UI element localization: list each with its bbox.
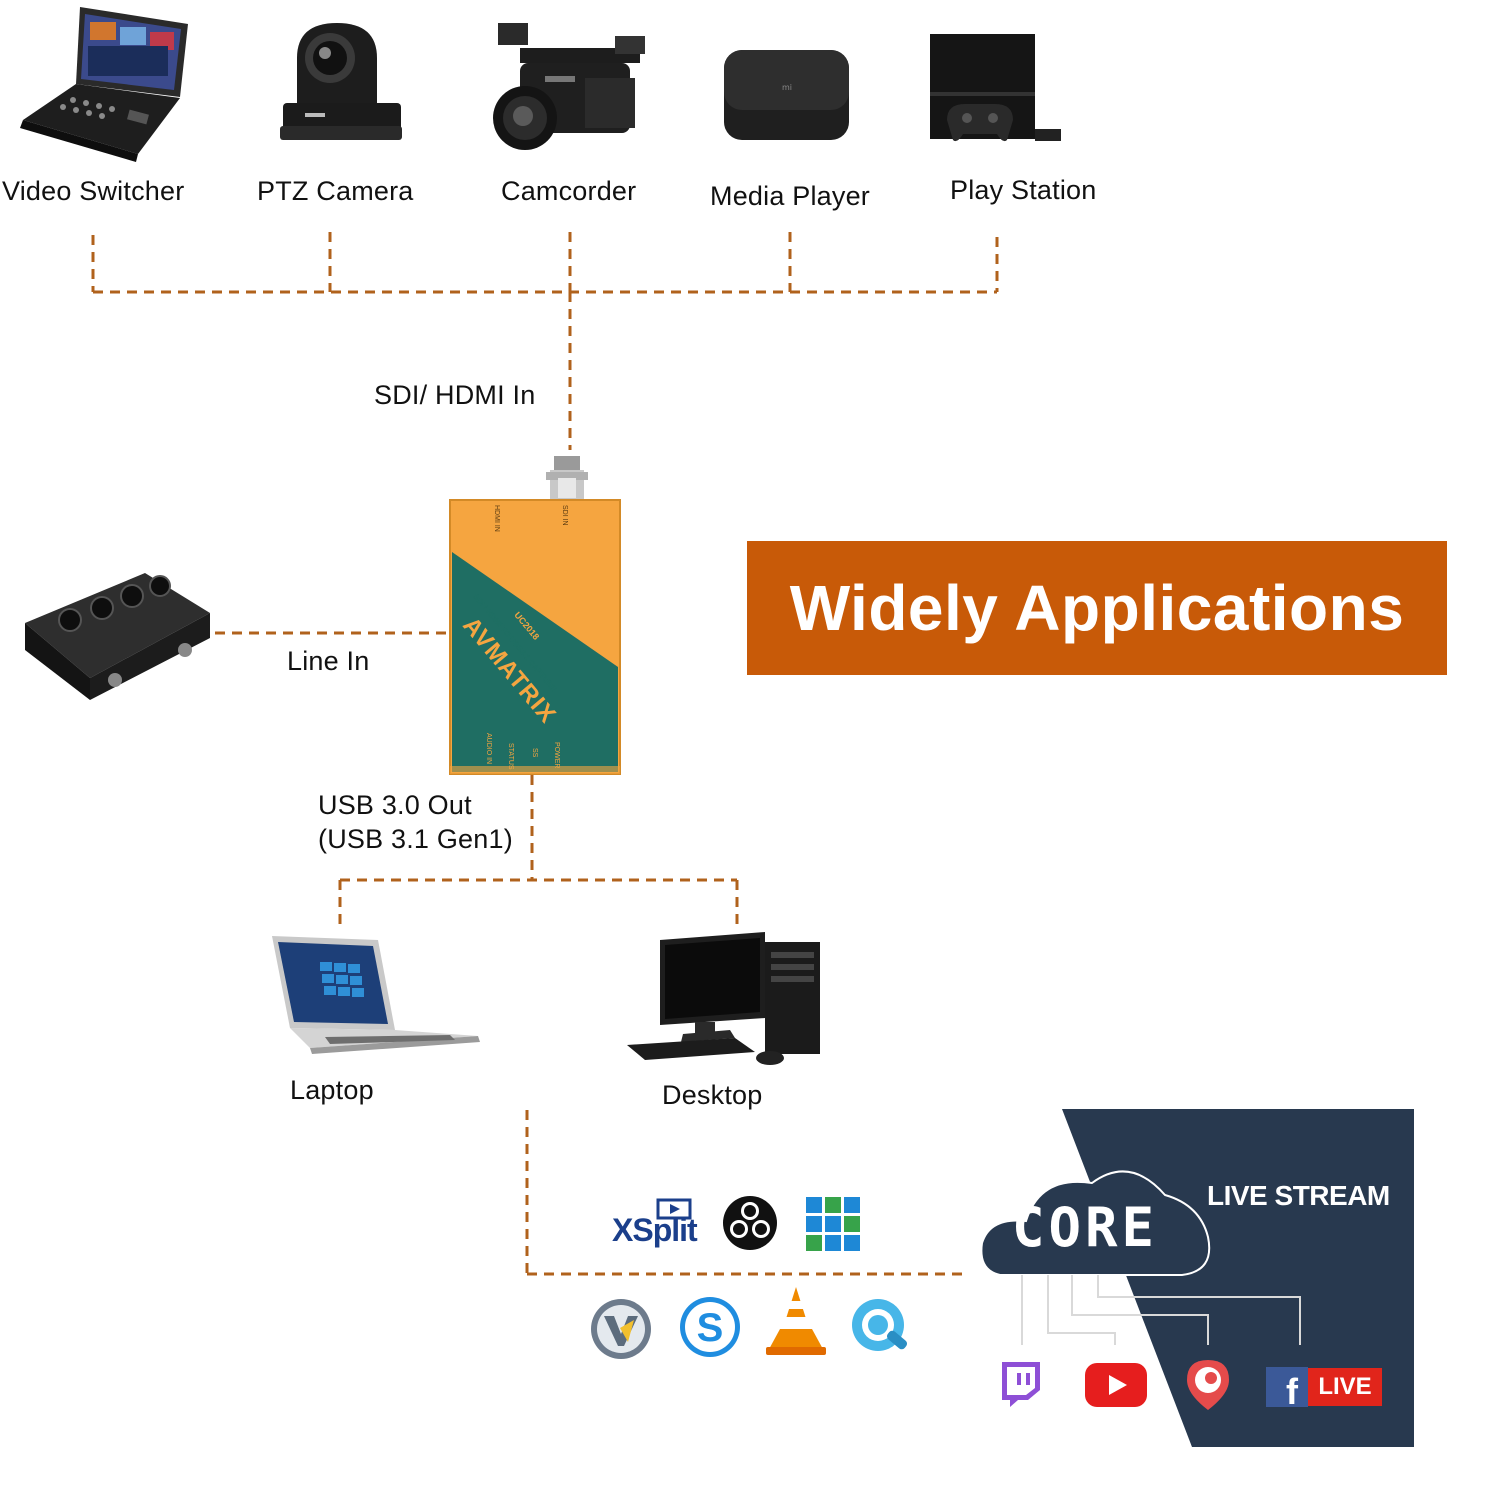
sdi-hdmi-in-label: SDI/ HDMI In <box>374 380 536 410</box>
live-stream-title: LIVE STREAM <box>1207 1180 1390 1211</box>
source-label-video-switcher: Video Switcher <box>2 176 185 206</box>
capture-device <box>449 456 621 775</box>
ptz-camera-icon <box>280 23 402 140</box>
port-hdmi-label: HDMI IN <box>493 505 500 532</box>
bnc-connector-icon <box>546 456 588 500</box>
camcorder-icon <box>493 23 645 150</box>
svg-text:mi: mi <box>782 83 792 92</box>
twitch-icon <box>1002 1362 1040 1407</box>
svg-text:S: S <box>697 1306 724 1350</box>
svg-text:f: f <box>1286 1371 1299 1407</box>
wirecast-icon <box>591 1299 651 1359</box>
usb-gen-label: (USB 3.1 Gen1) <box>318 824 513 854</box>
laptop-icon <box>272 936 480 1054</box>
port-power-label: POWER <box>553 742 560 769</box>
banner-title: Widely Applications <box>789 572 1405 644</box>
desktop-icon <box>627 932 820 1065</box>
media-player-icon: mi <box>724 50 849 140</box>
computer-label-desktop: Desktop <box>662 1080 763 1110</box>
facebook-live-text: LIVE <box>1318 1373 1372 1400</box>
port-ss-label: SS <box>531 748 538 758</box>
computer-label-laptop: Laptop <box>290 1075 374 1105</box>
obs-icon <box>723 1196 777 1250</box>
facebook-live-badge: LIVE <box>1308 1368 1382 1406</box>
usb-out-label: USB 3.0 Out <box>318 790 472 820</box>
skype-icon: S <box>680 1297 740 1357</box>
port-status-label: STATUS <box>507 743 514 770</box>
vlc-icon <box>766 1287 826 1355</box>
live-stream-panel <box>980 1109 1414 1447</box>
windows-app-icon <box>806 1197 860 1251</box>
quicktime-icon <box>852 1299 908 1351</box>
facebook-live-icon: f <box>1266 1367 1308 1407</box>
line-in-label: Line In <box>287 646 370 676</box>
port-sdi-label: SDI IN <box>561 505 568 526</box>
core-cloud-word: CORE <box>1012 1196 1159 1259</box>
xsplit-icon <box>656 1198 692 1220</box>
source-label-play-station: Play Station <box>950 175 1097 205</box>
audio-mixer-icon <box>25 573 210 700</box>
youtube-icon <box>1085 1363 1147 1407</box>
video-switcher-icon <box>20 7 188 162</box>
periscope-icon <box>1187 1360 1229 1410</box>
port-audio-label: AUDIO IN <box>485 733 492 765</box>
source-label-ptz-camera: PTZ Camera <box>257 176 414 206</box>
source-label-media-player: Media Player <box>710 181 870 211</box>
widely-applications-banner: Widely Applications <box>747 541 1447 675</box>
source-label-camcorder: Camcorder <box>501 176 637 206</box>
playstation-icon <box>930 34 1061 142</box>
